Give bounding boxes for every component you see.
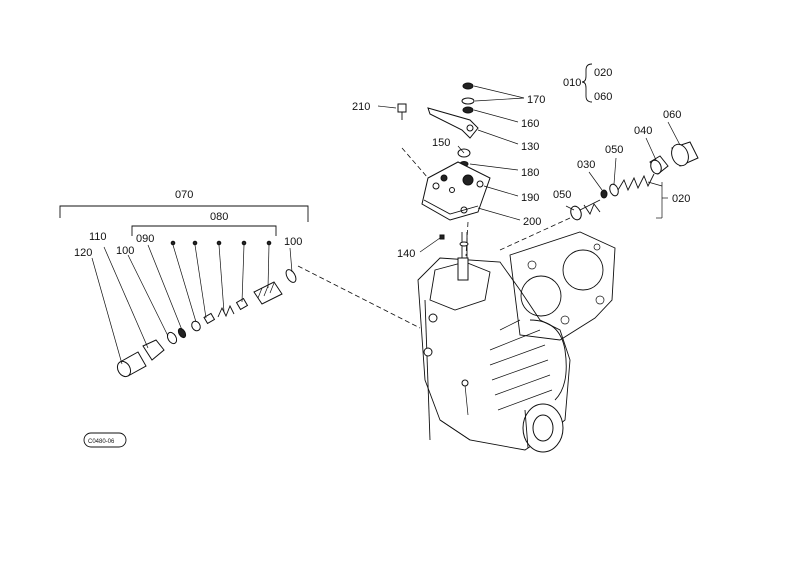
label-050-upper: 050 xyxy=(605,144,623,156)
label-060-right: 060 xyxy=(663,109,681,121)
label-130: 130 xyxy=(521,141,539,153)
label-140: 140 xyxy=(397,248,415,260)
bracket-070 xyxy=(59,205,309,222)
label-020-right: 020 xyxy=(672,193,690,205)
leader-lines xyxy=(91,85,681,365)
label-040: 040 xyxy=(634,125,652,137)
label-150: 150 xyxy=(432,137,450,149)
label-180: 180 xyxy=(521,167,539,179)
label-190: 190 xyxy=(521,192,539,204)
label-200: 200 xyxy=(523,216,541,228)
injector-parts xyxy=(116,240,297,378)
label-100-right: 100 xyxy=(284,236,302,248)
label-110: 110 xyxy=(89,231,107,243)
label-170: 170 xyxy=(527,94,545,106)
bracket-010 xyxy=(581,63,593,103)
label-210: 210 xyxy=(352,101,370,113)
stop-solenoid-parts xyxy=(570,141,699,221)
engine-block xyxy=(417,231,616,453)
label-090: 090 xyxy=(136,233,154,245)
label-020-top: 020 xyxy=(594,67,612,79)
label-050-lower: 050 xyxy=(553,189,571,201)
label-120: 120 xyxy=(74,247,92,259)
governor-assembly xyxy=(397,82,491,258)
bracket-080 xyxy=(131,225,277,236)
label-010: 010 xyxy=(563,77,581,89)
label-100-left: 100 xyxy=(116,245,134,257)
label-160: 160 xyxy=(521,118,539,130)
label-070: 070 xyxy=(175,189,193,201)
label-080: 080 xyxy=(210,211,228,223)
drawing-code: C0480-06 xyxy=(88,439,115,445)
part-labels: 010 020 060 170 160 130 150 180 190 200 … xyxy=(74,67,690,260)
drawing-code-badge: C0480-06 xyxy=(83,432,127,448)
label-030: 030 xyxy=(577,159,595,171)
label-060-top: 060 xyxy=(594,91,612,103)
